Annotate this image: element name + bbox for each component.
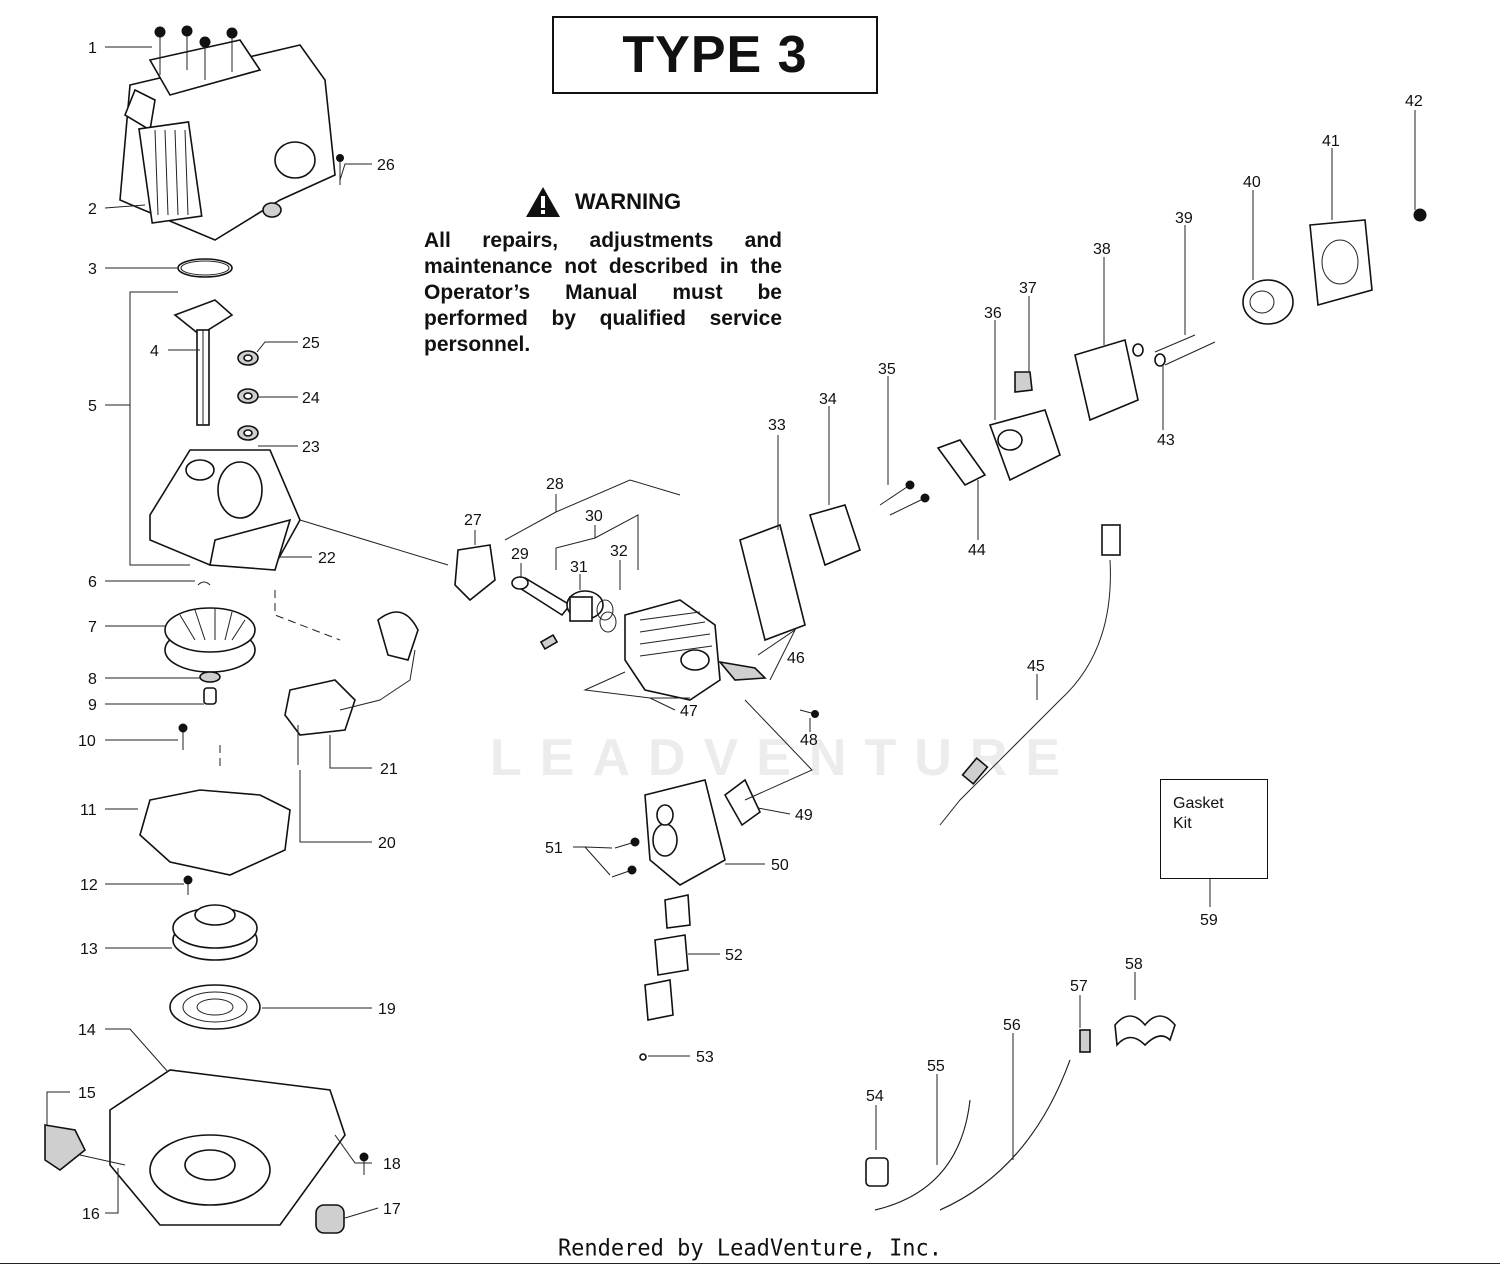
- callout-39: 39: [1175, 210, 1193, 227]
- callout-50: 50: [771, 857, 789, 874]
- callout-26: 26: [377, 157, 395, 174]
- callout-57: 57: [1070, 978, 1088, 995]
- callout-53: 53: [696, 1049, 714, 1066]
- callout-51: 51: [545, 840, 563, 857]
- callout-48: 48: [800, 732, 818, 749]
- carburetor-part: [988, 371, 1061, 482]
- callout-4: 4: [150, 343, 159, 360]
- gasket-kit-box: Gasket Kit: [1160, 779, 1268, 879]
- callout-14: 14: [78, 1022, 96, 1039]
- callout-9: 9: [88, 697, 97, 714]
- footer-credit: Rendered by LeadVenture, Inc.: [557, 1235, 943, 1262]
- callout-18: 18: [383, 1156, 401, 1173]
- callout-27: 27: [464, 512, 482, 529]
- callout-33: 33: [768, 417, 786, 434]
- callout-21: 21: [380, 761, 398, 778]
- callout-20: 20: [378, 835, 396, 852]
- callout-45: 45: [1027, 658, 1045, 675]
- callout-2: 2: [88, 201, 97, 218]
- callout-19: 19: [378, 1001, 396, 1018]
- drive-shaft-part: [173, 299, 234, 426]
- callout-11: 11: [80, 802, 97, 819]
- engine-cover-part: [119, 39, 336, 241]
- callout-46: 46: [787, 650, 805, 667]
- callout-6: 6: [88, 574, 97, 591]
- callout-49: 49: [795, 807, 813, 824]
- callout-55: 55: [927, 1058, 945, 1075]
- cover-screws-part: [154, 25, 238, 80]
- callout-34: 34: [819, 391, 837, 408]
- warning-text: All repairs, adjustments and maintenance…: [424, 229, 782, 356]
- muffler-part: [644, 779, 726, 886]
- flywheel-part: [164, 607, 256, 673]
- callout-5: 5: [88, 398, 97, 415]
- warning-heading: WARNING: [574, 189, 682, 214]
- type-title-box: TYPE 3: [552, 16, 878, 94]
- callout-13: 13: [80, 941, 98, 958]
- callout-7: 7: [88, 619, 97, 636]
- starter-housing-part: [109, 1069, 346, 1226]
- callout-44: 44: [968, 542, 986, 559]
- callout-numbers: 1 2 3 4 5 6 7 8 9 10 11 12 13 14 15 16 1…: [78, 40, 1423, 1223]
- callout-28: 28: [546, 476, 564, 493]
- callout-43: 43: [1157, 432, 1175, 449]
- footer-divider: [0, 1263, 1500, 1264]
- callout-15: 15: [78, 1085, 96, 1102]
- pulley-part: [172, 904, 258, 961]
- callout-40: 40: [1243, 174, 1261, 191]
- type-title: TYPE 3: [622, 26, 808, 84]
- warning-block: WARNING All repairs, adjustments and mai…: [424, 186, 782, 358]
- callout-8: 8: [88, 671, 97, 688]
- callout-16: 16: [82, 1206, 100, 1223]
- callout-29: 29: [511, 546, 529, 563]
- kit-label-line2: Kit: [1173, 815, 1192, 832]
- callout-35: 35: [878, 361, 896, 378]
- callout-59: 59: [1200, 912, 1218, 929]
- callout-41: 41: [1322, 133, 1340, 150]
- callout-38: 38: [1093, 241, 1111, 258]
- cylinder-part: [624, 599, 767, 701]
- callout-30: 30: [585, 508, 603, 525]
- warning-header: WARNING: [424, 186, 782, 218]
- callout-36: 36: [984, 305, 1002, 322]
- callout-42: 42: [1405, 93, 1423, 110]
- kit-label-line1: Gasket: [1173, 795, 1224, 812]
- crankcase-part: [149, 449, 301, 571]
- callout-56: 56: [1003, 1017, 1021, 1034]
- callout-17: 17: [383, 1201, 401, 1218]
- callout-58: 58: [1125, 956, 1143, 973]
- callout-24: 24: [302, 390, 320, 407]
- leader-lines: [46, 46, 1416, 1219]
- warning-triangle-icon: [525, 187, 560, 217]
- callout-25: 25: [302, 335, 320, 352]
- callout-3: 3: [88, 261, 97, 278]
- callout-23: 23: [302, 439, 320, 456]
- callout-22: 22: [318, 550, 336, 567]
- callout-47: 47: [680, 703, 698, 720]
- callout-1: 1: [88, 40, 97, 57]
- callout-10: 10: [78, 733, 96, 750]
- callout-37: 37: [1019, 280, 1037, 297]
- callout-31: 31: [570, 559, 588, 576]
- callout-12: 12: [80, 877, 98, 894]
- callout-52: 52: [725, 947, 743, 964]
- ignition-module-part: [284, 611, 419, 765]
- callout-32: 32: [610, 543, 628, 560]
- callout-54: 54: [866, 1088, 884, 1105]
